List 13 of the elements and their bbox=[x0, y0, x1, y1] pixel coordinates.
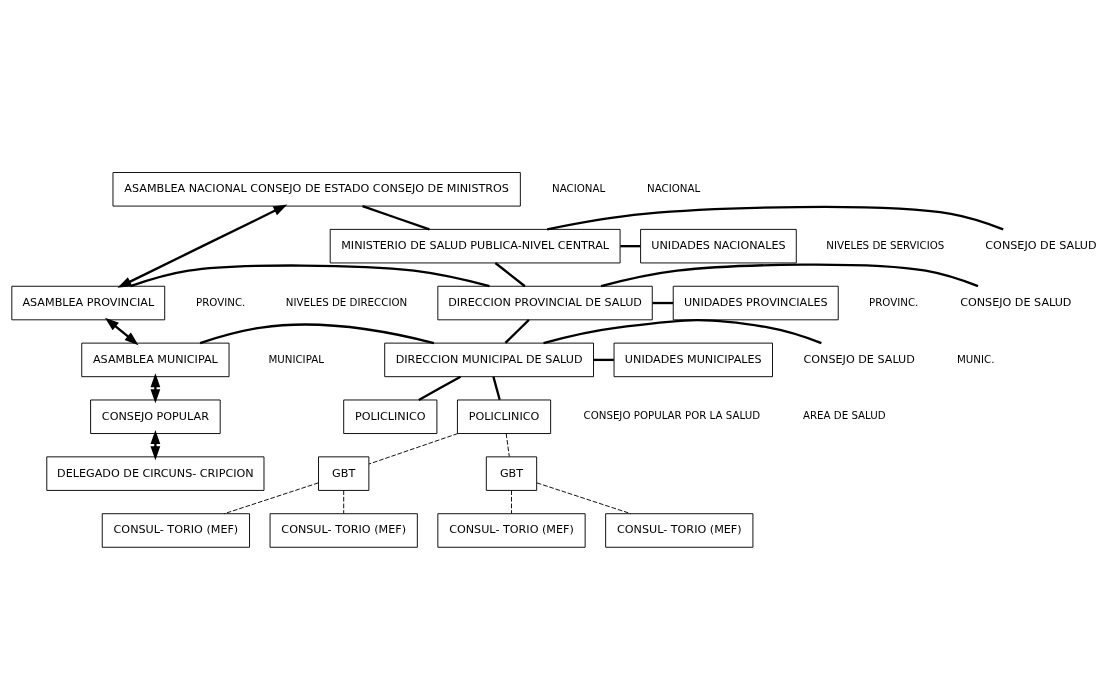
label: MUNICIPAL bbox=[268, 352, 324, 365]
label: PROVINC. bbox=[869, 295, 919, 308]
node-text: CONSEJO DE SALUD bbox=[960, 295, 1072, 309]
label: NIVELES DE SERVICIOS bbox=[826, 238, 945, 251]
label: NIVELES DE DIRECCION bbox=[285, 295, 408, 308]
label: CONSEJO POPULAR POR LA SALUD bbox=[583, 408, 761, 421]
node-text: CONSEJO DE SALUD bbox=[803, 352, 915, 366]
label: NACIONAL bbox=[647, 181, 701, 194]
label: MUNIC. bbox=[957, 352, 995, 365]
node-text: CONSEJO DE SALUD bbox=[985, 238, 1097, 252]
label: AREA DE SALUD bbox=[802, 408, 886, 421]
label: NACIONAL bbox=[552, 181, 606, 194]
label: PROVINC. bbox=[195, 295, 246, 308]
